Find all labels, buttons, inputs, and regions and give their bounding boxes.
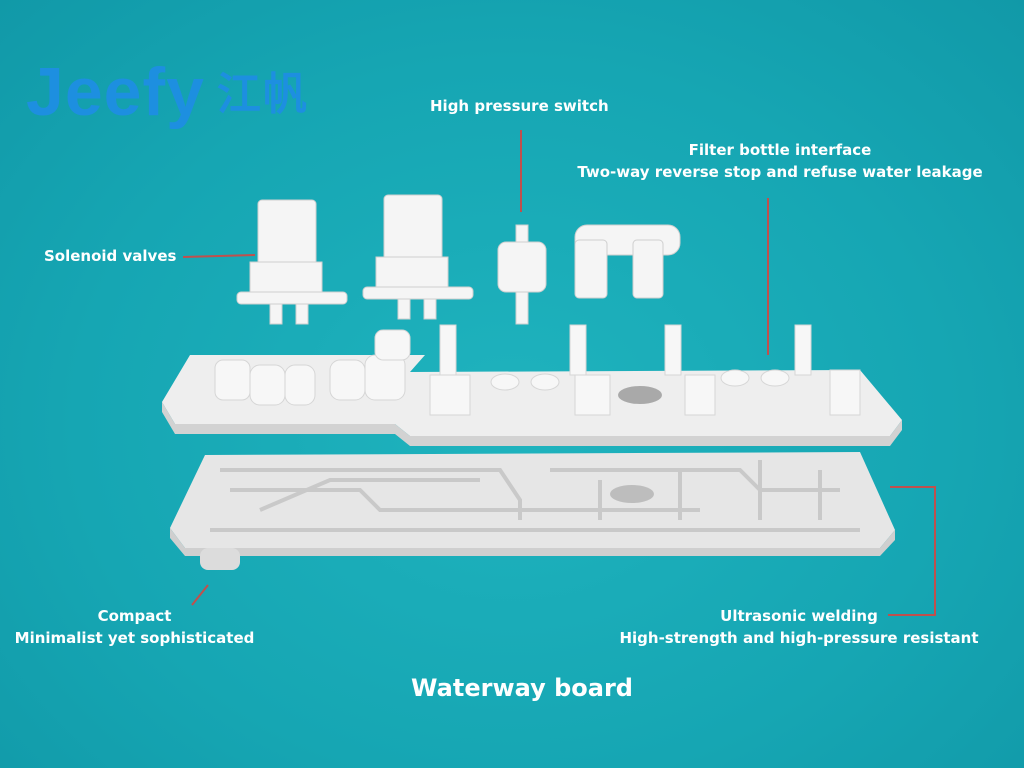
label-high-pressure-switch: High pressure switch bbox=[430, 97, 609, 115]
label-filter-bottle-line1: Filter bottle interface bbox=[688, 141, 872, 159]
brand-name: Jeefy bbox=[26, 54, 205, 130]
leader-lines bbox=[182, 130, 936, 616]
label-compact: Compact Minimalist yet sophisticated bbox=[12, 605, 257, 649]
bottom-waterway-plate bbox=[170, 452, 895, 570]
label-ultrasonic-line2: High-strength and high-pressure resistan… bbox=[619, 629, 979, 647]
brand-name-cn: 江帆 bbox=[216, 70, 309, 119]
solenoid-valve bbox=[362, 194, 474, 320]
label-compact-line2: Minimalist yet sophisticated bbox=[14, 629, 255, 647]
label-filter-bottle-interface: Filter bottle interface Two-way reverse … bbox=[575, 139, 985, 183]
label-solenoid-valves: Solenoid valves bbox=[44, 247, 177, 265]
high-pressure-switch bbox=[497, 224, 547, 325]
filter-bottle-interface bbox=[574, 224, 681, 299]
label-filter-bottle-line2: Two-way reverse stop and refuse water le… bbox=[577, 163, 983, 181]
label-ultrasonic-welding: Ultrasonic welding High-strength and hig… bbox=[615, 605, 983, 649]
label-ultrasonic-line1: Ultrasonic welding bbox=[720, 607, 878, 625]
top-waterway-plate bbox=[162, 324, 902, 446]
page-title: Waterway board bbox=[411, 674, 633, 702]
label-compact-line1: Compact bbox=[97, 607, 172, 625]
solenoid-valve bbox=[236, 199, 348, 325]
